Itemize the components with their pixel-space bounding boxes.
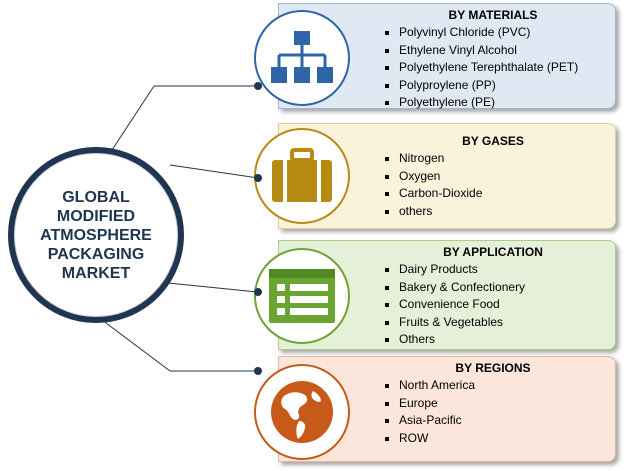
list-item: Polyethylene (PE) [383,94,603,112]
connector-gases [169,164,259,179]
icon-circle-materials [254,10,350,106]
list-item: others [383,203,603,221]
segment-title-application: BY APPLICATION [443,245,543,259]
connector-dot-materials [254,82,262,90]
segment-list-materials: Polyvinyl Chloride (PVC) Ethylene Vinyl … [383,24,603,112]
segment-title-gases: BY GASES [462,134,524,148]
list-item: Carbon-Dioxide [383,185,603,203]
list-item: Ethylene Vinyl Alcohol [383,42,603,60]
segment-card-application: BY APPLICATION Dairy Products Bakery & C… [278,240,616,350]
list-item: Polyethylene Terephthalate (PET) [383,59,603,77]
connector-materials [111,85,155,151]
hierarchy-icon [271,31,333,83]
icon-circle-gases [254,128,350,224]
globe-icon [271,381,333,443]
list-item: Europe [383,395,603,413]
segment-list-gases: Nitrogen Oxygen Carbon-Dioxide others [383,150,603,220]
list-icon [269,269,335,323]
list-item: Polyvinyl Chloride (PVC) [383,24,603,42]
list-item: Bakery & Confectionery [383,279,603,297]
list-item: Dairy Products [383,261,603,279]
list-item: Polyproylene (PP) [383,77,603,95]
segment-list-application: Dairy Products Bakery & Confectionery Co… [383,261,603,349]
list-item: North America [383,377,603,395]
segment-list-regions: North America Europe Asia-Pacific ROW [383,377,603,447]
list-item: ROW [383,430,603,448]
connector-application [167,282,259,293]
icon-circle-regions [254,364,350,460]
connector-regions [93,313,171,372]
list-item: Others [383,331,603,349]
hub-title: GLOBAL MODIFIED ATMOSPHERE PACKAGING MAR… [40,188,152,282]
segment-title-materials: BY MATERIALS [448,8,538,22]
connector-dot-regions [254,367,262,375]
segment-title-regions: BY REGIONS [455,361,531,375]
list-item: Fruits & Vegetables [383,314,603,332]
list-item: Nitrogen [383,150,603,168]
connector-dot-application [254,288,262,296]
icon-circle-application [254,248,350,344]
list-item: Oxygen [383,168,603,186]
list-item: Convenience Food [383,296,603,314]
suitcase-icon [272,148,332,202]
hub-circle: GLOBAL MODIFIED ATMOSPHERE PACKAGING MAR… [8,147,184,323]
connector-dot-gases [254,174,262,182]
list-item: Asia-Pacific [383,412,603,430]
